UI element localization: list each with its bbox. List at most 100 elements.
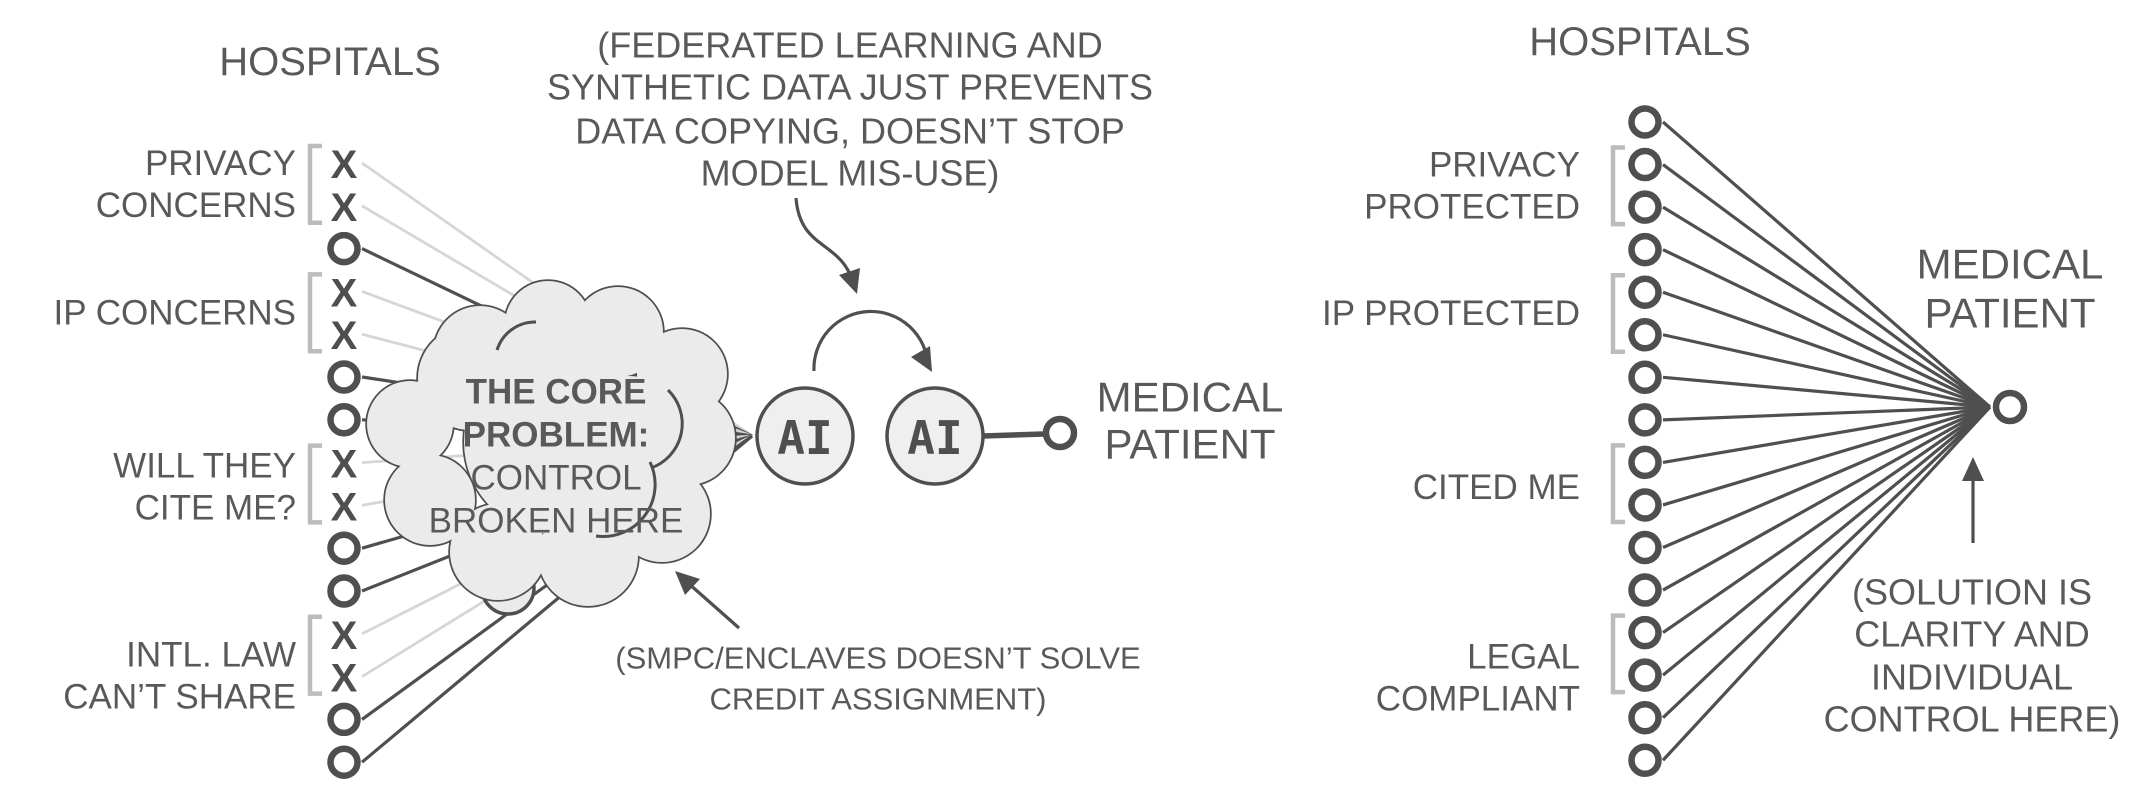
group-bracket — [307, 143, 322, 226]
hospital-node — [327, 360, 361, 394]
hospital-node — [1628, 530, 1662, 565]
hospital-node — [327, 231, 361, 266]
hospital-node — [1628, 360, 1662, 395]
data-flow-line — [1662, 405, 1991, 549]
hospital-node — [1628, 275, 1662, 309]
thought-cloud: THE CORE PROBLEM: CONTROL BROKEN HERE — [365, 279, 737, 616]
left-patient-node — [1042, 415, 1078, 451]
left-patient-label-line-1: MEDICAL — [1097, 374, 1284, 421]
blocked-hospital-node: X — [331, 186, 358, 230]
hospital-node — [1628, 232, 1662, 267]
hospital-node — [1628, 658, 1662, 692]
group-label: WILL THEY — [113, 447, 296, 486]
group-label: INTL. LAW — [126, 636, 296, 675]
solution-annotation-line-3: INDIVIDUAL — [1871, 657, 2073, 698]
group-label: IP CONCERNS — [54, 293, 296, 332]
hospital-node — [1628, 743, 1662, 777]
data-flow-line — [1662, 405, 1991, 464]
solution-annotation-arrowhead — [1962, 457, 1984, 481]
right-connection-lines — [1661, 120, 1992, 762]
group-label: COMPLIANT — [1376, 679, 1580, 718]
data-flow-line — [1662, 405, 1991, 422]
cloud-inner-arc-2 — [650, 388, 684, 470]
data-flow-line — [1661, 120, 1992, 409]
group-label: LEGAL — [1467, 637, 1580, 676]
solution-annotation-line-1: (SOLUTION IS — [1852, 572, 2092, 613]
hospital-node — [1628, 190, 1662, 224]
model-copy-arc-arrowhead — [911, 346, 932, 372]
hospital-node — [327, 403, 361, 437]
data-flow-line — [1662, 163, 1991, 409]
ai-to-patient-line — [982, 431, 1045, 439]
bottom-annotation-arrow — [686, 581, 741, 630]
cloud-text-line-2: PROBLEM: — [463, 416, 650, 455]
cloud-lobe-fill — [450, 504, 546, 600]
group-label: IP PROTECTED — [1322, 294, 1580, 333]
hospital-node — [327, 702, 361, 737]
top-annotation-line-2: SYNTHETIC DATA JUST PREVENTS — [547, 67, 1153, 108]
blocked-hospital-node: X — [331, 143, 358, 187]
left-medical-patient: MEDICAL PATIENT — [982, 374, 1284, 468]
cloud-text-line-4: BROKEN HERE — [429, 502, 684, 541]
data-flow-line — [1662, 405, 1991, 507]
hospital-node — [1628, 403, 1662, 437]
data-flow-line — [1661, 405, 1992, 719]
data-flow-line — [1662, 333, 1991, 409]
blocked-hospital-node: X — [331, 614, 358, 658]
data-flow-line — [1662, 405, 1991, 592]
group-bracket — [307, 443, 322, 525]
right-hospital-nodes — [1628, 105, 1662, 777]
top-annotation-arrowhead — [839, 268, 860, 294]
top-annotation: (FEDERATED LEARNING AND SYNTHETIC DATA J… — [547, 25, 1153, 294]
ai-label-2: AI — [907, 411, 962, 465]
top-annotation-arrow — [794, 197, 855, 283]
model-copy-arc-arrow — [812, 309, 930, 372]
cloud-lobe-fill — [385, 455, 475, 545]
hospital-node — [1628, 445, 1662, 480]
cloud-inner-arc-1 — [595, 461, 657, 538]
hospital-node — [1628, 615, 1662, 650]
solution-annotation-line-4: CONTROL HERE) — [1824, 699, 2121, 740]
data-flow-line — [1662, 375, 1991, 409]
group-label: PRIVACY — [1429, 145, 1580, 184]
group-bracket — [1610, 443, 1625, 525]
group-label: CAN’T SHARE — [63, 678, 296, 717]
group-label: CONCERNS — [96, 186, 296, 225]
solution-annotation-line-2: CLARITY AND — [1854, 614, 2089, 655]
cloud-lobe-fill — [505, 281, 591, 367]
bottom-annotation-line-2: CREDIT ASSIGNMENT) — [709, 682, 1046, 717]
data-flow-line — [1662, 290, 1991, 409]
hospital-node — [327, 574, 361, 608]
group-label: PROTECTED — [1364, 187, 1580, 226]
right-patient-label-line-2: PATIENT — [1924, 290, 2095, 337]
right-patient-node — [1992, 389, 2028, 425]
group-bracket — [1610, 145, 1625, 227]
cloud-body — [367, 281, 735, 606]
hospital-node — [1628, 147, 1662, 182]
blocked-hospital-node: X — [331, 443, 358, 487]
hospital-node — [1628, 318, 1662, 352]
ai-circle-1 — [755, 386, 855, 486]
bottom-annotation: (SMPC/ENCLAVES DOESN’T SOLVE CREDIT ASSI… — [615, 571, 1141, 717]
cloud-lobe-fill — [573, 287, 663, 377]
group-bracket — [307, 272, 322, 354]
blocked-hospital-node: X — [331, 485, 358, 529]
data-flow-line — [1662, 248, 1991, 409]
hospital-node — [327, 531, 361, 565]
group-label: CITE ME? — [135, 489, 296, 528]
hospital-node — [327, 745, 361, 779]
right-medical-patient: MEDICAL PATIENT — [1917, 241, 2104, 425]
group-bracket — [1610, 272, 1625, 354]
bottom-annotation-line-1: (SMPC/ENCLAVES DOESN’T SOLVE — [615, 641, 1140, 676]
hospital-node — [1628, 700, 1662, 735]
top-annotation-line-1: (FEDERATED LEARNING AND — [597, 25, 1102, 66]
group-bracket — [1610, 613, 1625, 695]
top-annotation-line-4: MODEL MIS-USE) — [701, 153, 1000, 194]
right-patient-label-line-1: MEDICAL — [1917, 241, 2104, 288]
data-flow-line — [1661, 405, 1992, 677]
right-panel-title: HOSPITALS — [1529, 20, 1751, 64]
group-label: PRIVACY — [145, 144, 296, 183]
